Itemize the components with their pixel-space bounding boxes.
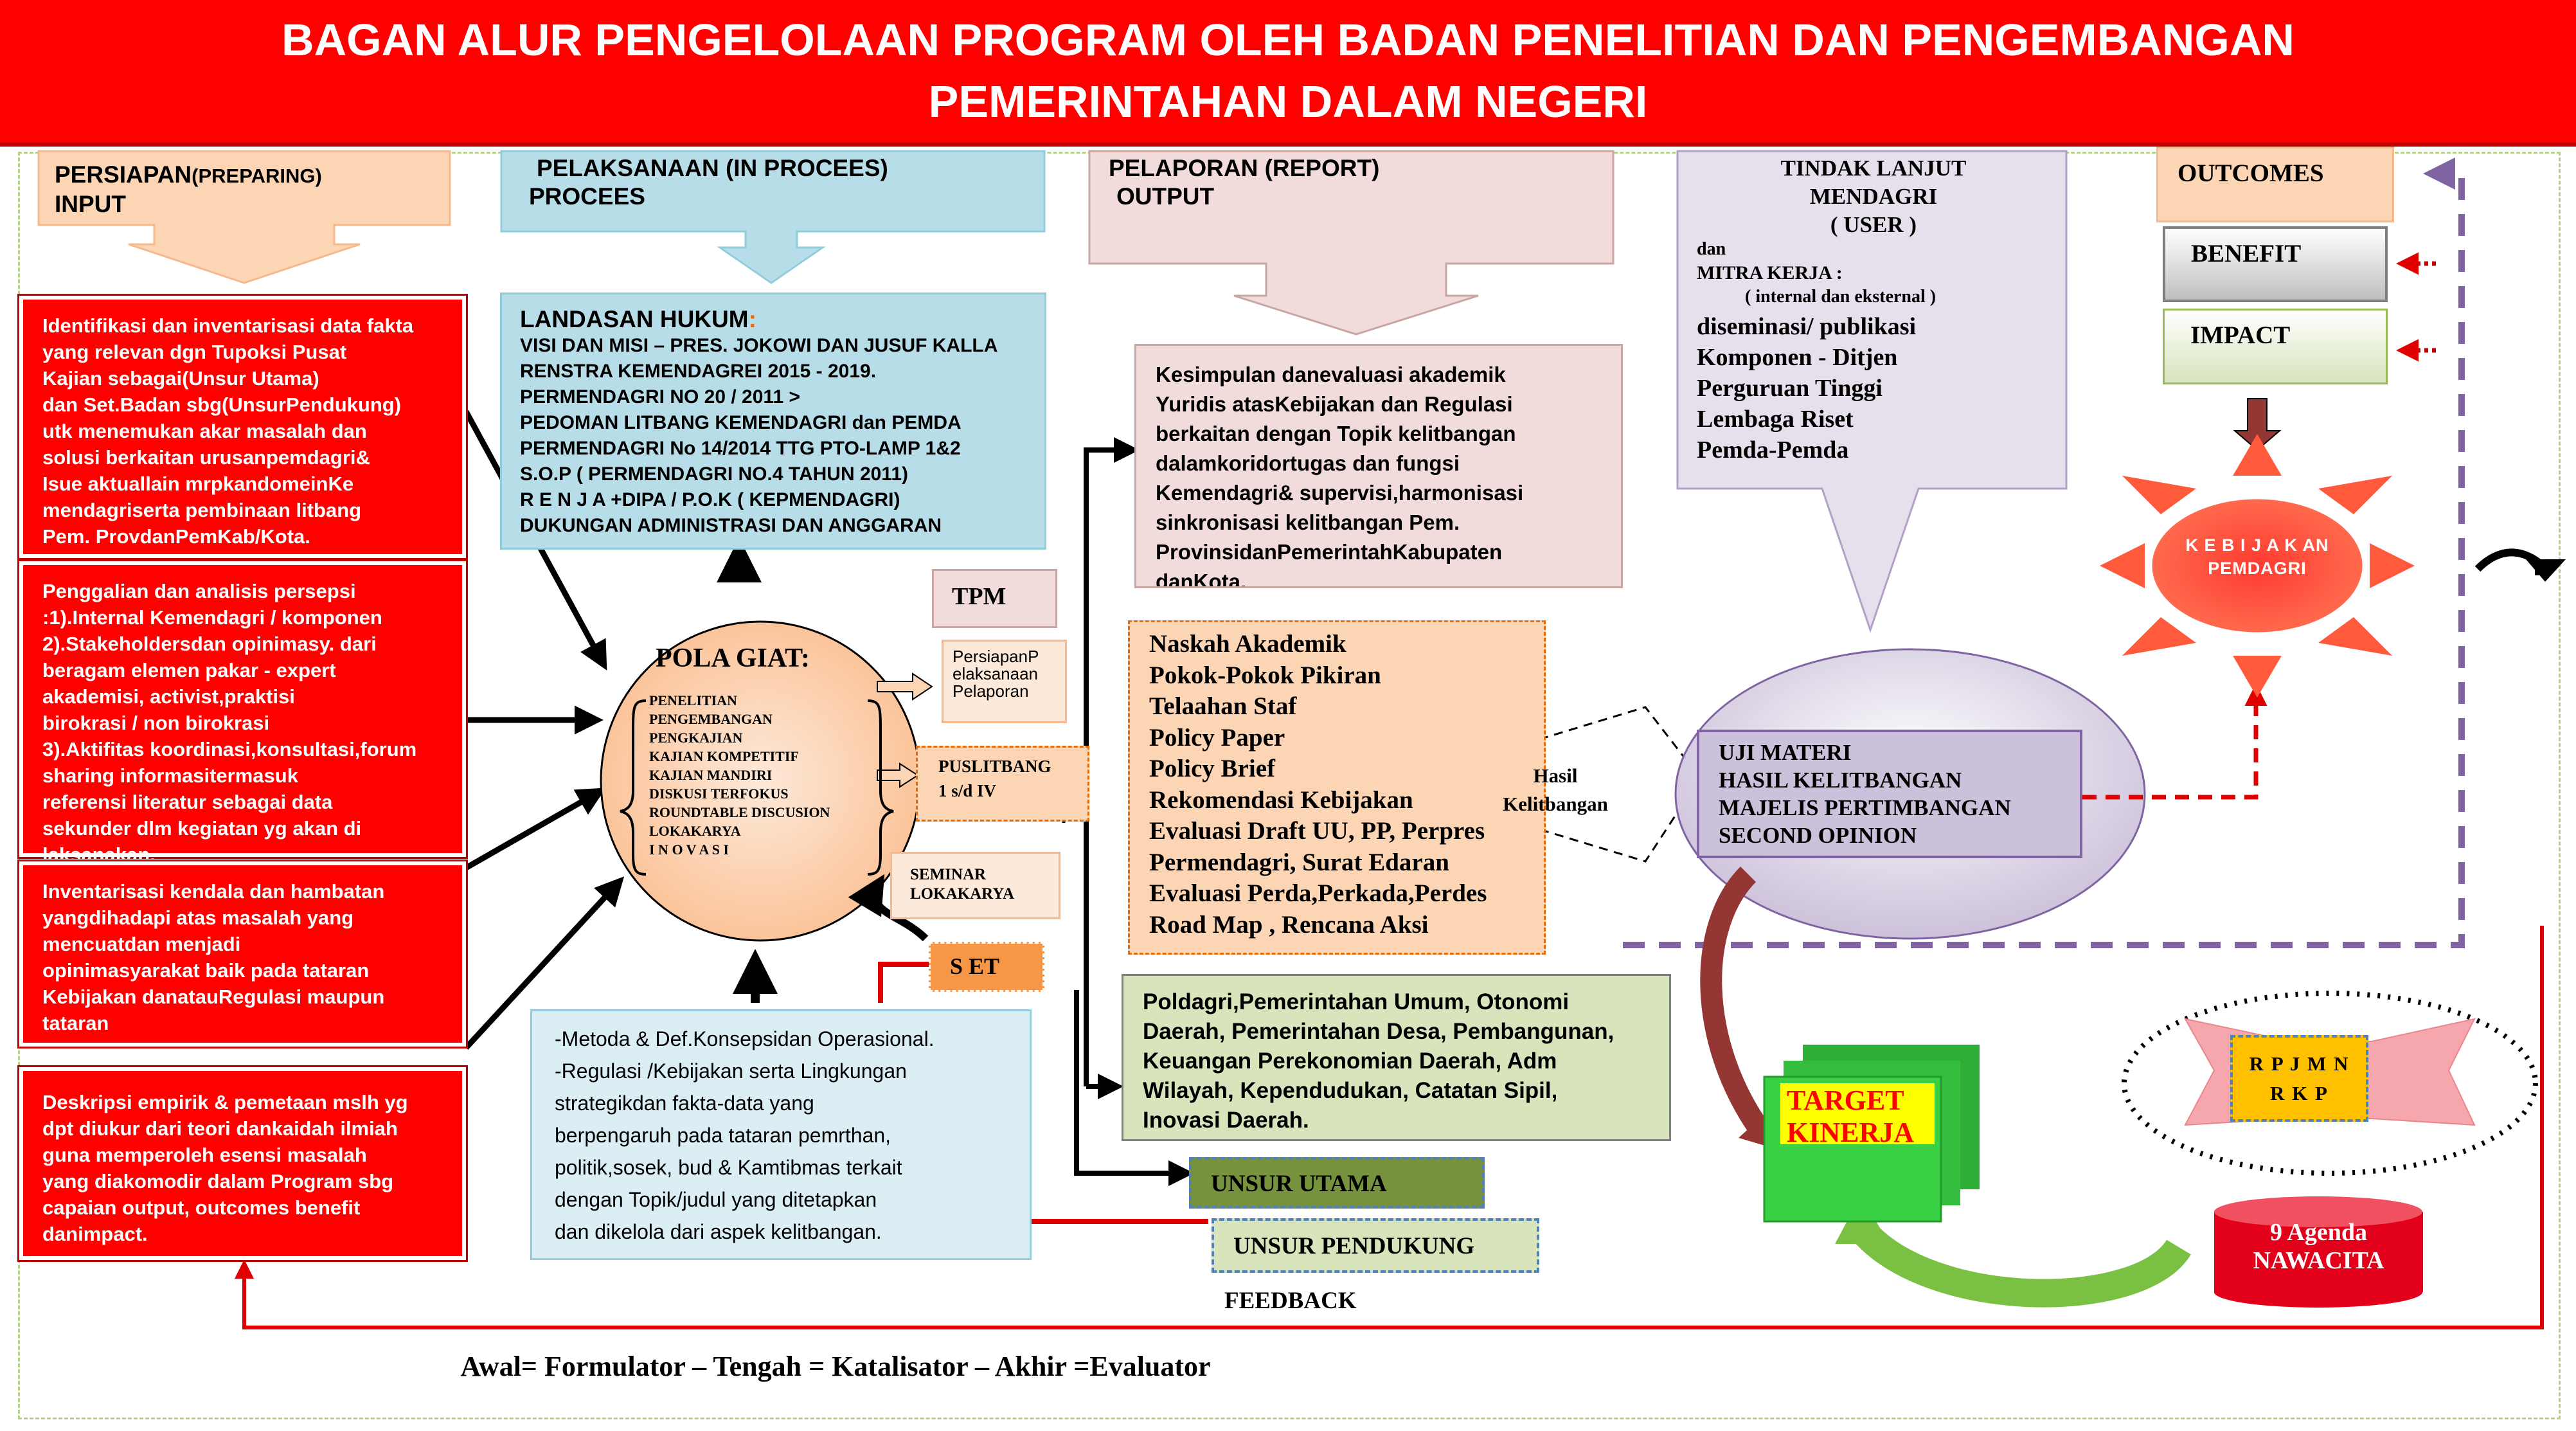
persiapan-small-box: PersiapanP elaksanaan Pelaporan <box>942 640 1067 723</box>
user-header: TINDAK LANJUT MENDAGRI ( USER ) <box>1780 156 1967 237</box>
uji-materi-box: UJI MATERI HASIL KELITBANGAN MAJELIS PER… <box>1697 730 2082 858</box>
target-kinerja-label: TARGET KINERJA <box>1780 1083 1935 1148</box>
header-arrow-process <box>500 150 1046 284</box>
landasan-body: VISI DAN MISI – PRES. JOKOWI DAN JUSUF K… <box>520 335 998 536</box>
tpm-label: TPM <box>952 583 1006 610</box>
header-input-label2: INPUT <box>55 191 126 217</box>
rpjmn-box: R P J M N R K P <box>2230 1035 2368 1122</box>
outcomes-label: OUTCOMES <box>2178 159 2324 187</box>
benefit-box: BENEFIT <box>2163 226 2388 302</box>
header-output: PELAPORAN (REPORT)OUTPUT <box>1109 154 1379 211</box>
footer-caption: Awal= Formulator – Tengah = Katalisator … <box>460 1351 1211 1382</box>
header-output-label2: OUTPUT <box>1116 183 1215 210</box>
input-box-penggalian: Penggalian dan analisis persepsi :1).Int… <box>19 561 466 866</box>
kesimpulan-box: Kesimpulan danevaluasi akademik Yuridis … <box>1134 344 1623 588</box>
header-process-label: PELAKSANAAN (IN PROCEES) <box>537 155 888 181</box>
header-input-label: PERSIAPAN <box>55 161 192 188</box>
benefit-label: BENEFIT <box>2191 240 2302 267</box>
outcomes-box: OUTCOMES <box>2156 147 2394 222</box>
set-box: S ET <box>929 942 1044 992</box>
input-box-identifikasi: Identifikasi dan inventarisasi data fakt… <box>19 296 466 558</box>
header-process-label2: PROCEES <box>529 183 645 210</box>
set-label: S ET <box>950 953 1000 979</box>
naskah-box: Naskah Akademik Pokok-Pokok Pikiran Tela… <box>1128 620 1546 955</box>
user-items: diseminasi/ publikasi Komponen - Ditjen … <box>1697 313 1917 464</box>
nawacita-label: 9 Agenda NAWACITA <box>2253 1219 2384 1274</box>
pola-giat-items: PENELITIAN PENGEMBANGAN PENGKAJIAN KAJIA… <box>649 692 830 858</box>
tpm-box: TPM <box>932 569 1057 628</box>
hasil-kelitbangan-label: Hasil Kelitbangan <box>1503 764 1608 815</box>
impact-box: IMPACT <box>2163 309 2388 384</box>
header-output-label: PELAPORAN (REPORT) <box>1109 155 1380 181</box>
header-arrow-input <box>37 150 451 284</box>
input-box-inventarisasi: Inventarisasi kendala dan hambatan yangd… <box>19 861 466 1047</box>
pola-giat-title: POLA GIAT: <box>656 644 810 673</box>
impact-label: IMPACT <box>2190 321 2291 349</box>
seminar-box: SEMINAR LOKAKARYA <box>890 852 1060 919</box>
puslitbang-box: PUSLITBANG 1 s/d IV <box>916 746 1089 822</box>
unsur-utama-box: UNSUR UTAMA <box>1189 1157 1485 1209</box>
feedback-label: FEEDBACK <box>1224 1288 1357 1314</box>
user-dan: dan <box>1697 239 1726 259</box>
diagram-title: BAGAN ALUR PENGELOLAAN PROGRAM OLEH BADA… <box>282 15 2294 127</box>
kebijakan-sun <box>2100 434 2415 698</box>
unsur-utama-label: UNSUR UTAMA <box>1211 1171 1387 1197</box>
landasan-title-row: LANDASAN HUKUM: <box>520 306 1026 333</box>
poldagri-box: Poldagri,Pemerintahan Umum, Otonomi Daer… <box>1122 974 1671 1141</box>
unsur-pendukung-box: UNSUR PENDUKUNG <box>1212 1218 1539 1273</box>
header-input-sub: (PREPARING) <box>192 165 322 187</box>
header-input: PERSIAPAN(PREPARING) INPUT <box>55 161 322 219</box>
header-arrow-output <box>1088 150 1614 336</box>
landasan-title: LANDASAN HUKUM <box>520 306 749 332</box>
kebijakan-label: K E B I J A K AN PEMDAGRI <box>2185 536 2329 578</box>
title-bar <box>0 0 2576 147</box>
user-mitra: MITRA KERJA : <box>1697 262 1843 284</box>
landasan-colon: : <box>748 306 756 332</box>
metoda-box: -Metoda & Def.Konsepsidan Operasional. -… <box>530 1009 1032 1260</box>
unsur-pendukung-label: UNSUR PENDUKUNG <box>1233 1233 1475 1259</box>
header-process: PELAKSANAAN (IN PROCEES)PROCEES <box>529 154 888 211</box>
user-mitra-sub: ( internal dan eksternal ) <box>1745 287 1936 307</box>
landasan-hukum-box: LANDASAN HUKUM: VISI DAN MISI – PRES. JO… <box>500 292 1046 550</box>
header-arrow-user <box>1676 150 2068 633</box>
input-box-deskripsi: Deskripsi empirik & pemetaan mslh yg dpt… <box>19 1067 466 1260</box>
